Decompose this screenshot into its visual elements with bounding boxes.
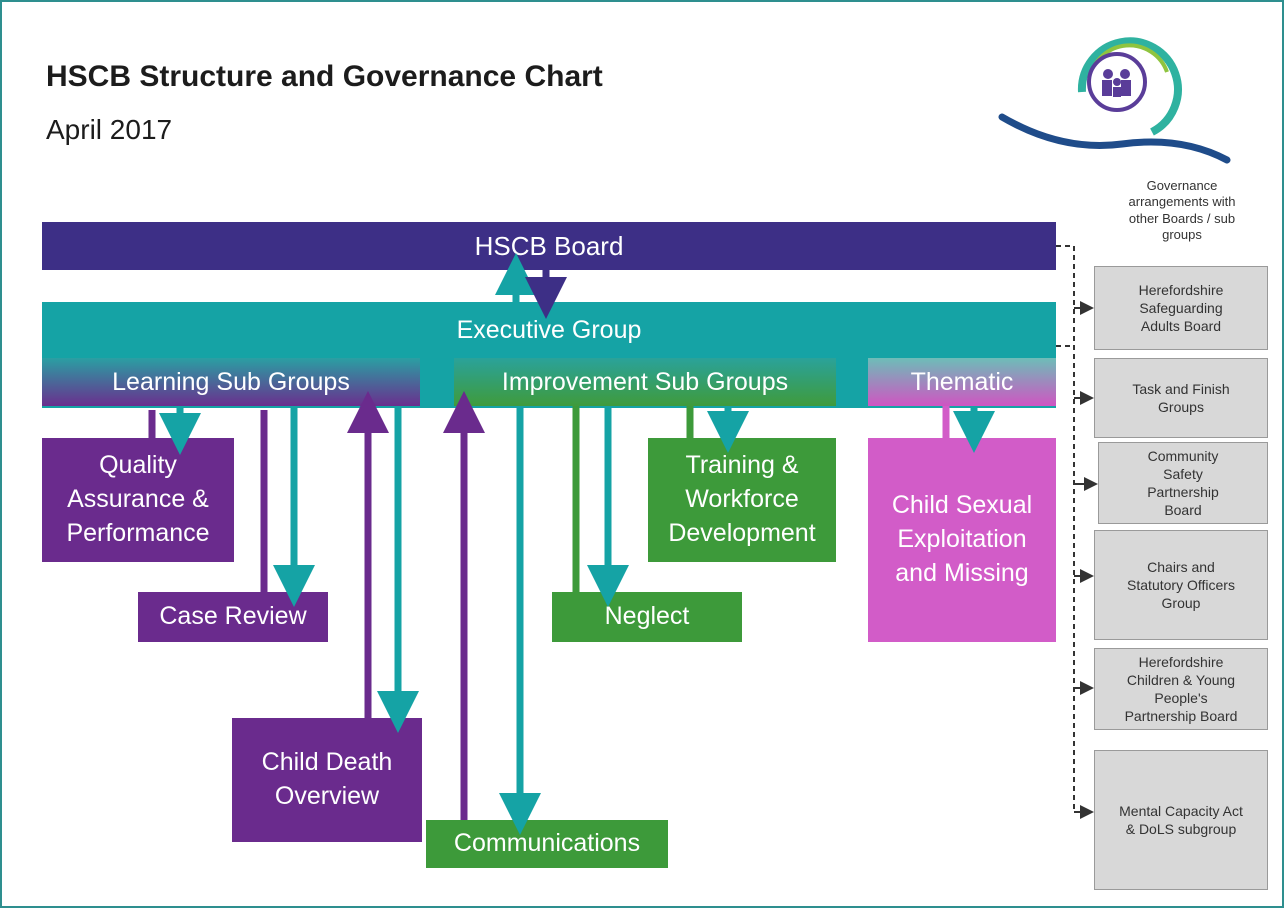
thematic-label: Thematic [910, 367, 1014, 396]
gov-box-children-partnership: Herefordshire Children & Young People's … [1094, 648, 1268, 730]
gov-label-mental-capacity: Mental Capacity Act & DoLS subgroup [1119, 802, 1243, 837]
gov-box-task-finish: Task and Finish Groups [1094, 358, 1268, 438]
gov-box-community-safety: Community Safety Partnership Board [1098, 442, 1268, 524]
gov-label-chairs-officers: Chairs and Statutory Officers Group [1127, 558, 1235, 612]
improvement-sub-groups-box: Improvement Sub Groups [454, 358, 836, 406]
learning-sub-groups-label: Learning Sub Groups [112, 367, 350, 396]
governance-heading: Governance arrangements with other Board… [1128, 178, 1236, 242]
page-title: HSCB Structure and Governance Chart [46, 60, 603, 93]
gov-box-mental-capacity: Mental Capacity Act & DoLS subgroup [1094, 750, 1268, 890]
gov-label-task-finish: Task and Finish Groups [1132, 380, 1230, 415]
improvement-sub-groups-label: Improvement Sub Groups [501, 367, 789, 396]
child-sexual-exploitation-label: Child Sexual Exploitation and Missing [891, 491, 1033, 587]
training-workforce-label: Training & Workforce Development [668, 451, 816, 547]
gov-label-adults-board: Herefordshire Safeguarding Adults Board [1138, 281, 1224, 335]
hscb-logo-family-icon [998, 37, 1231, 164]
communications-box: Communications [426, 820, 668, 868]
gov-label-children-partnership: Herefordshire Children & Young People's … [1124, 653, 1238, 725]
communications-label: Communications [453, 829, 641, 858]
child-death-overview-label: Child Death Overview [261, 748, 393, 810]
child-death-overview-box: Child Death Overview [232, 718, 422, 842]
governance-dashed-line [1056, 245, 1075, 812]
gov-box-chairs-officers: Chairs and Statutory Officers Group [1094, 530, 1268, 640]
executive-group-label: Executive Group [456, 316, 642, 344]
neglect-box: Neglect [552, 592, 742, 642]
thematic-box: Thematic [868, 358, 1056, 406]
child-sexual-exploitation-box: Child Sexual Exploitation and Missing [868, 438, 1056, 642]
gov-box-adults-board: Herefordshire Safeguarding Adults Board [1094, 266, 1268, 350]
training-workforce-box: Training & Workforce Development [648, 438, 836, 562]
quality-assurance-box: Quality Assurance & Performance [42, 438, 234, 562]
gov-label-community-safety: Community Safety Partnership Board [1147, 447, 1219, 519]
page-subtitle: April 2017 [46, 114, 173, 145]
quality-assurance-label: Quality Assurance & Performance [66, 451, 210, 547]
case-review-label: Case Review [159, 602, 307, 631]
